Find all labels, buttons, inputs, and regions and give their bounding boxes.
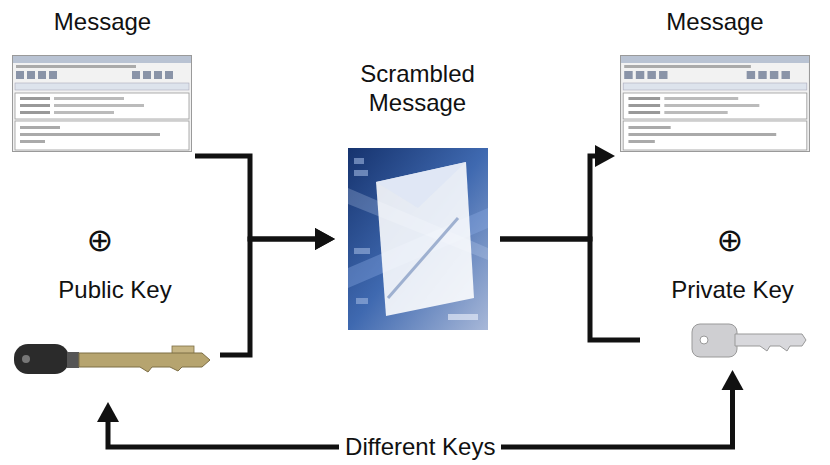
combine-symbol: ⊕ [87, 224, 114, 256]
node-heading: Message [10, 8, 195, 37]
picture-node: Private Key [640, 276, 825, 368]
connector-line [500, 239, 640, 340]
edge-label: Different Keys [339, 433, 501, 462]
arrow-head [315, 228, 335, 250]
arrow-head [315, 228, 335, 250]
picture-node: Public Key [10, 276, 220, 400]
connector [220, 228, 335, 355]
connector [500, 145, 615, 239]
picture-node: Scrambled Message [335, 60, 500, 332]
node-heading: Public Key [10, 276, 220, 305]
picture-node: Message [615, 8, 815, 158]
arrow-head [595, 145, 615, 167]
node-heading: Scrambled Message [335, 60, 500, 118]
public-key-picture [12, 322, 217, 397]
picture-node: Message [10, 8, 195, 158]
combine-symbol: ⊕ [717, 224, 744, 256]
connector [500, 239, 640, 340]
connector [195, 156, 335, 250]
arrow-head [722, 370, 744, 390]
arrow-head [97, 402, 119, 422]
connector-line [220, 239, 319, 355]
email-screenshot [620, 55, 810, 152]
connector-line [500, 156, 599, 239]
node-heading: Private Key [640, 276, 825, 305]
email-screenshot [12, 55, 192, 152]
private-key-picture [690, 318, 808, 363]
connector-line [195, 156, 319, 239]
scrambled-message-picture [348, 148, 488, 330]
node-heading: Message [615, 8, 815, 37]
